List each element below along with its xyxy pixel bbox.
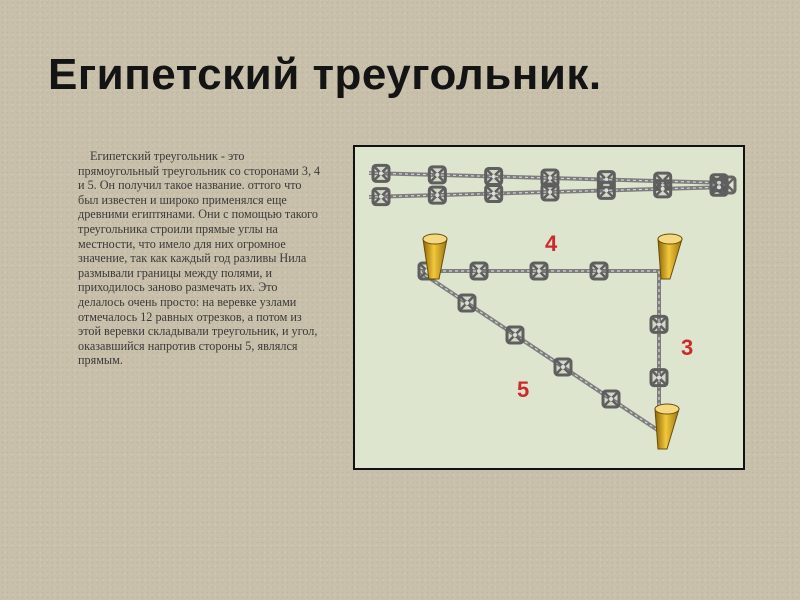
rope-knot — [484, 166, 504, 186]
side-label-4: 4 — [545, 231, 558, 256]
rope-knot — [457, 293, 477, 313]
rope-knot — [653, 179, 673, 199]
rope-knot — [529, 261, 549, 281]
stake-top-left — [422, 233, 448, 280]
rope-knot — [596, 180, 616, 200]
side-label-5: 5 — [517, 377, 529, 402]
rope-knot — [709, 177, 729, 197]
rope-triangle-illustration: 4 3 5 — [353, 145, 745, 470]
rope-knot — [540, 182, 560, 202]
rope-diagram: 4 3 5 — [368, 163, 737, 450]
side-label-3: 3 — [681, 335, 693, 360]
stake-bottom-right — [654, 403, 680, 450]
slide-title: Египетский треугольник. — [48, 50, 602, 99]
rope-knot — [427, 165, 447, 185]
rope-knot — [427, 185, 447, 205]
rope-knot — [484, 184, 504, 204]
rope-knot — [649, 368, 669, 388]
rope-knot — [371, 187, 391, 207]
rope-knot — [553, 357, 573, 377]
stake-top-right — [657, 233, 683, 280]
straight-rope-knots — [371, 163, 729, 207]
triangle-rope — [417, 269, 661, 433]
rope-knot — [649, 314, 669, 334]
rope-knot — [601, 389, 621, 409]
rope-knot — [469, 261, 489, 281]
triangle-rope-knots — [417, 261, 669, 409]
description-paragraph: Египетский треугольник - это прямоугольн… — [78, 149, 321, 368]
rope-knot — [371, 163, 391, 183]
rope-knot — [505, 325, 525, 345]
rope-knot — [589, 261, 609, 281]
